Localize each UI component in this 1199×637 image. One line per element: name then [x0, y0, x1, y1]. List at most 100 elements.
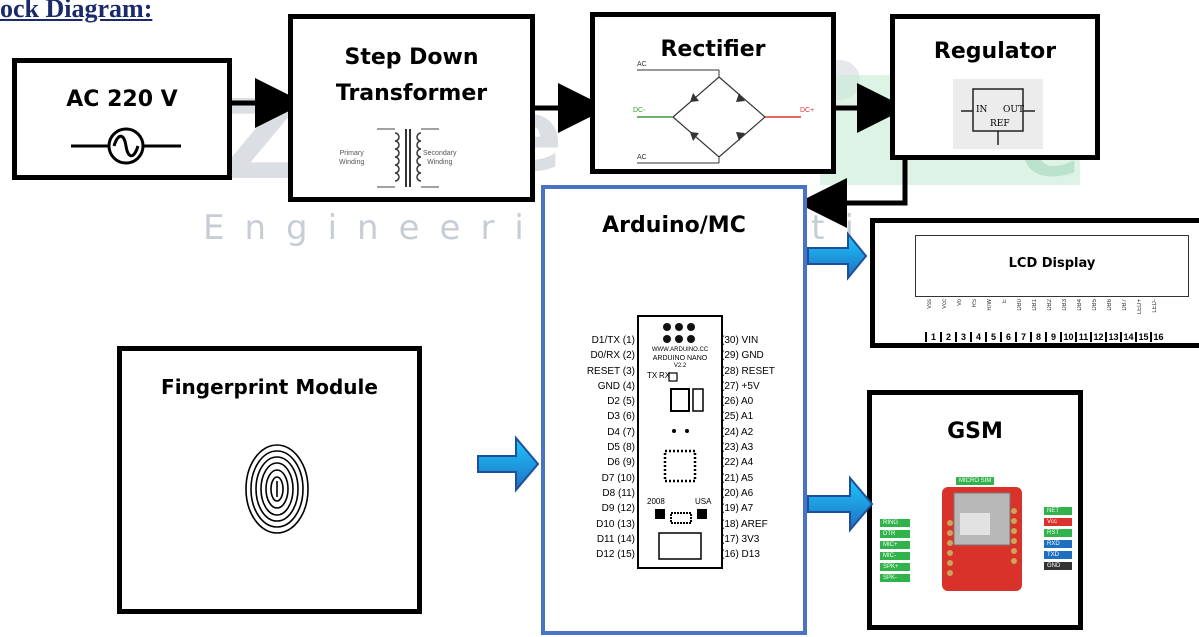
- lcd-pin-number: 15: [1135, 332, 1150, 342]
- arrow-fingerprint-to-arduino: [477, 435, 540, 493]
- regulator-block: Regulator IN OUT REF: [890, 14, 1100, 160]
- arduino-pin-label: D2 (5): [607, 396, 635, 408]
- arduino-pin-label: D7 (10): [601, 472, 635, 484]
- ac-source-block: AC 220 V: [12, 58, 232, 180]
- lcd-pin-number: 6: [1000, 332, 1015, 342]
- gsm-pin-label: NET: [1044, 507, 1072, 515]
- arduino-pin-label: (20) A6: [721, 487, 754, 499]
- lcd-pin-number: 13: [1105, 332, 1120, 342]
- transformer-label-line2: Transformer: [335, 81, 488, 106]
- arduino-pin-label: D12 (15): [596, 549, 635, 561]
- ac-source-label: AC 220 V: [66, 87, 178, 112]
- arrow-arduino-to-gsm: [807, 475, 874, 533]
- arduino-label: Arduino/MC: [602, 213, 746, 238]
- arduino-pin-label: D3 (6): [607, 411, 635, 423]
- transformer-symbol-icon: [377, 128, 439, 188]
- gsm-pin-label: SPK-: [880, 574, 910, 582]
- arduino-right-pins: (30) VIN(29) GND(28) RESET(27) +5V(26) A…: [721, 333, 807, 562]
- fingerprint-label: Fingerprint Module: [161, 375, 378, 399]
- ac-source-icon: [71, 127, 181, 165]
- regulator-ref: REF: [990, 119, 1010, 129]
- arduino-pin-label: D6 (9): [607, 457, 635, 469]
- gsm-module-board: [942, 487, 1022, 591]
- arduino-pin-label: (27) +5V: [721, 380, 760, 392]
- rectifier-dc-plus: DC+: [800, 107, 815, 114]
- regulator-label: Regulator: [933, 39, 1057, 64]
- lcd-pin-number: 3: [955, 332, 970, 342]
- rectifier-ac-bottom: AC: [637, 154, 647, 161]
- lcd-pin-number: 14: [1120, 332, 1135, 342]
- arduino-pin-label: GND (4): [597, 380, 635, 392]
- board-tx-label: TX: [647, 371, 658, 380]
- primary-winding-label: Primary Winding: [339, 150, 365, 166]
- gsm-pin-label: Vcc: [1044, 518, 1072, 526]
- fingerprint-block: Fingerprint Module: [117, 346, 422, 614]
- gsm-pin-label: TXD: [1044, 551, 1072, 559]
- gsm-pin-label: RING: [880, 519, 910, 527]
- arduino-pin-label: (19) A7: [721, 503, 754, 515]
- lcd-pin-number: 1: [925, 332, 940, 342]
- board-version: V2.2: [673, 363, 687, 369]
- arduino-pin-label: D0/RX (2): [590, 350, 635, 362]
- rectifier-block: Rectifier AC AC DC- DC+: [590, 12, 836, 174]
- lcd-pin-number: 11: [1075, 332, 1090, 342]
- gsm-pin-label: MIC+: [880, 541, 910, 549]
- arrow-regulator-to-arduino: [797, 160, 908, 228]
- board-name: ARDUINO NANO: [652, 355, 708, 362]
- arduino-pin-label: D5 (8): [607, 442, 635, 454]
- board-url: WWW.ARDUINO.CC: [651, 347, 709, 353]
- fingerprint-icon: [245, 444, 309, 534]
- arduino-pin-label: (17) 3V3: [721, 533, 760, 545]
- regulator-out: OUT: [1003, 105, 1024, 115]
- arduino-pin-label: D10 (13): [596, 518, 635, 530]
- transformer-block: Step Down Transformer Primary Winding Se…: [288, 14, 535, 202]
- board-year: 2008: [647, 497, 665, 506]
- lcd-pin-number: 7: [1015, 332, 1030, 342]
- arduino-pin-label: (22) A4: [721, 457, 754, 469]
- arduino-pin-label: D8 (11): [602, 487, 635, 499]
- rectifier-ac-top: AC: [637, 61, 647, 68]
- arduino-left-pins: D1/TX (1) D0/RX (2) RESET (3) GND (4) D2 (5)…: [549, 333, 635, 562]
- board-country: USA: [695, 497, 712, 506]
- regulator-symbol: IN OUT REF: [953, 79, 1043, 149]
- gsm-sim-label: MICRO SIM: [956, 477, 995, 485]
- arduino-pin-label: (23) A3: [721, 442, 754, 454]
- bridge-rectifier-icon: [637, 69, 801, 164]
- arduino-pin-label: (28) RESET: [721, 365, 775, 377]
- arduino-pin-label: (30) VIN: [721, 335, 759, 346]
- lcd-pin-number: 8: [1030, 332, 1045, 342]
- board-rx-label: RX: [659, 371, 671, 380]
- gsm-pin-label: DTR: [880, 530, 910, 538]
- lcd-pin-number: 2: [940, 332, 955, 342]
- arduino-pin-label: (29) GND: [721, 350, 764, 362]
- transformer-label-line1: Step Down: [344, 45, 479, 70]
- arduino-pin-label: D11 (14): [596, 533, 635, 545]
- secondary-winding-label: Secondary Winding: [423, 150, 457, 166]
- lcd-pin-number: 4: [970, 332, 985, 342]
- gsm-pin-label: SPK+: [880, 563, 910, 571]
- lcd-screen: LCD Display: [915, 235, 1189, 297]
- arduino-pin-label: D4 (7): [607, 426, 635, 438]
- arduino-pin-label: D1/TX (1): [591, 335, 635, 346]
- gsm-pin-label: RXD: [1044, 540, 1072, 548]
- lcd-pin-number: 10: [1060, 332, 1075, 342]
- diagram-heading: ock Diagram:: [0, 0, 153, 23]
- lcd-pin-number: 5: [985, 332, 1000, 342]
- arduino-block: Arduino/MC D1/TX (1) D0/RX (2) RESET (3) GN…: [541, 185, 807, 635]
- arduino-pin-label: RESET (3): [586, 365, 635, 377]
- rectifier-label: Rectifier: [660, 37, 766, 62]
- rectifier-dc-minus: DC-: [633, 107, 646, 114]
- lcd-pin-number: 16: [1150, 332, 1165, 342]
- arduino-pin-label: (16) D13: [721, 549, 760, 561]
- arduino-pin-label: (25) A1: [721, 411, 754, 423]
- arduino-pin-label: D9 (12): [601, 503, 635, 515]
- arduino-pin-label: (18) AREF: [721, 518, 768, 530]
- arrow-arduino-to-lcd: [807, 231, 868, 281]
- gsm-label: GSM: [947, 419, 1003, 444]
